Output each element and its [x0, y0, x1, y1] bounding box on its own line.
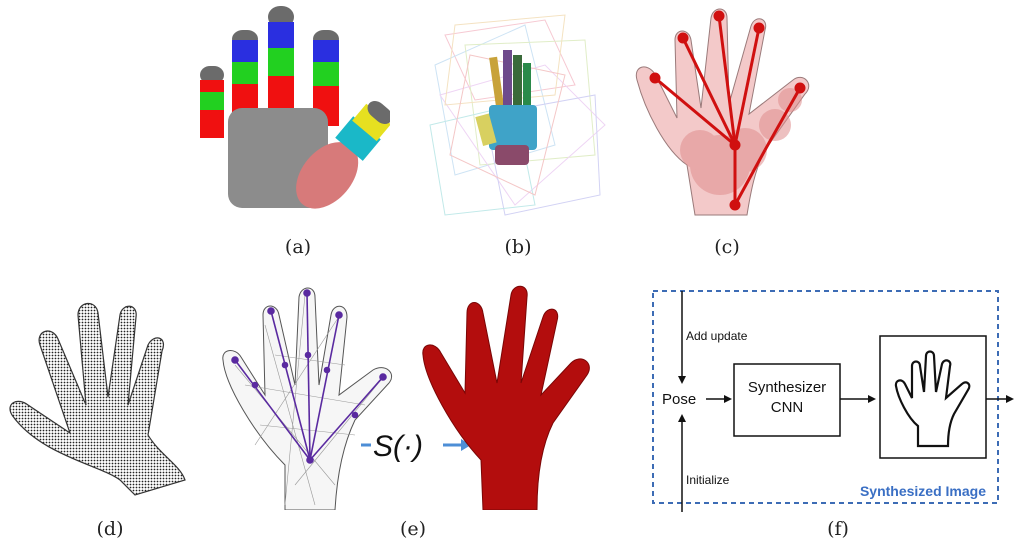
caption-a: (a) — [284, 236, 312, 258]
thumb — [296, 101, 393, 209]
hand-silhouette — [635, 8, 810, 216]
caption-c: (c) — [714, 236, 740, 258]
pose-label: Pose — [662, 391, 696, 408]
caption-b: (b) — [504, 236, 532, 258]
hand-boxes — [475, 50, 537, 165]
index-finger — [313, 30, 339, 126]
skin-function-label: S(·) — [373, 430, 423, 463]
caption-d: (d) — [96, 518, 124, 540]
caption-e: (e) — [399, 518, 427, 540]
cnn-label: CNN — [771, 399, 804, 416]
skeleton — [649, 10, 806, 211]
panel-e-skinning: S(·) — [215, 285, 605, 511]
pinky-finger — [200, 66, 224, 138]
panel-c-sphere-skeleton-hand — [625, 0, 825, 225]
panel-f-synthesis-pipeline: Add update Pose Initialize Synthesizer C… — [650, 288, 1014, 512]
synthesizer-label: Synthesizer — [748, 379, 826, 396]
caption-f: (f) — [827, 518, 849, 540]
panel-b-bounding-box-hand — [425, 5, 615, 225]
hand-mesh — [9, 302, 186, 496]
hand-outline-icon — [894, 350, 971, 448]
panel-d-point-cloud-hand — [0, 285, 200, 505]
middle-finger — [268, 6, 294, 116]
dashed-border — [652, 290, 999, 504]
add-update-label: Add update — [686, 329, 748, 343]
synthesizer-cnn-box — [733, 363, 841, 437]
skinned-hand — [422, 285, 590, 511]
initialize-label: Initialize — [686, 473, 730, 487]
wireframe-skeleton — [231, 289, 387, 464]
skin-function-arrow: S(·) — [361, 430, 471, 463]
panel-a-capsule-hand — [190, 0, 393, 225]
synthesized-image-title: Synthesized Image — [860, 483, 986, 499]
wireframe-hand — [222, 287, 393, 511]
